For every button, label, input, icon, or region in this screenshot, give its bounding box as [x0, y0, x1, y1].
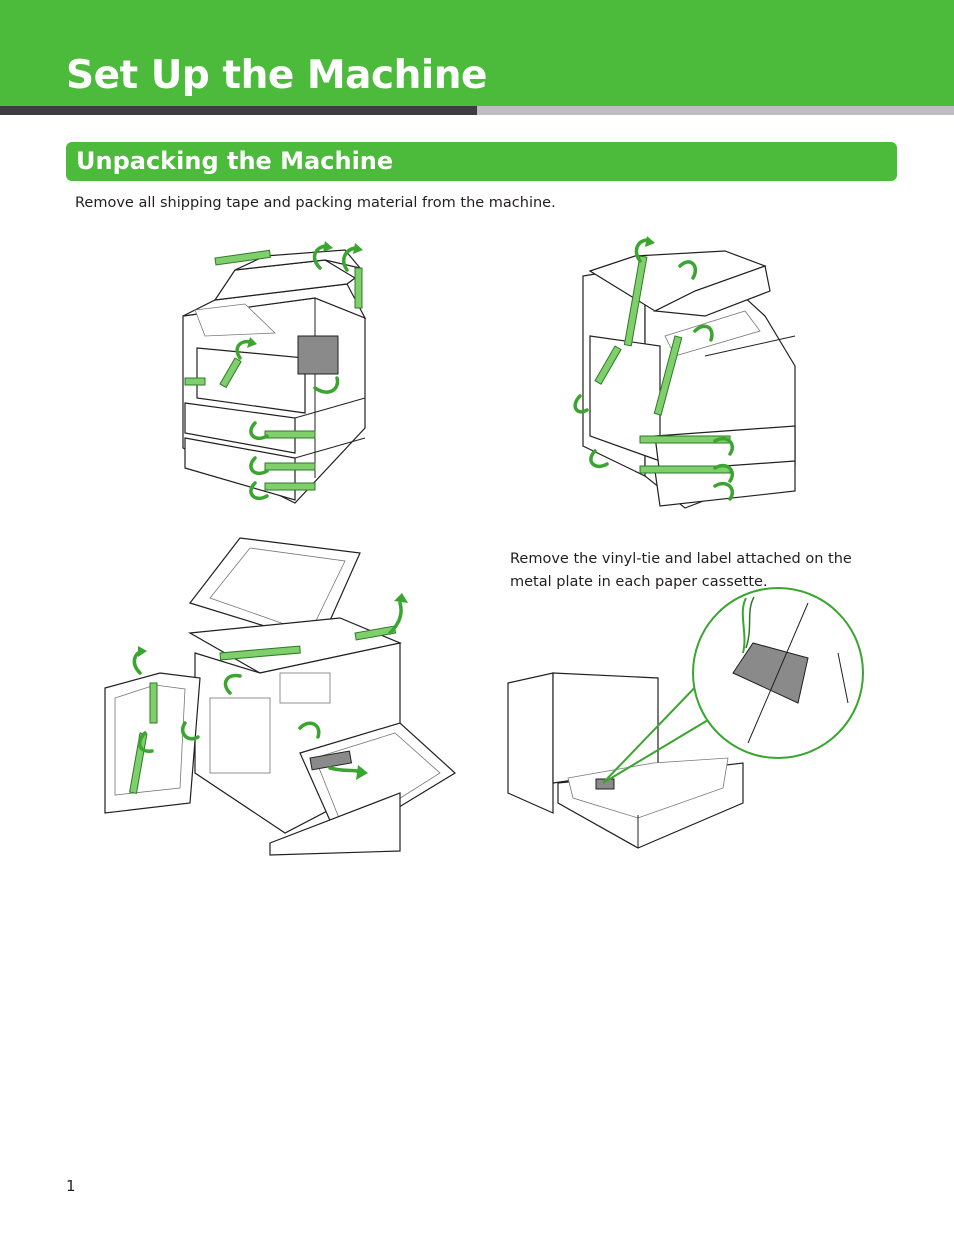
- section-header: Unpacking the Machine: [66, 142, 897, 181]
- page-header: Set Up the Machine: [0, 0, 954, 106]
- section-title: Unpacking the Machine: [76, 147, 394, 175]
- intro-text: Remove all shipping tape and packing mat…: [75, 195, 556, 211]
- paper-cassette-illustration: [507, 587, 864, 849]
- page-number: 1: [66, 1177, 76, 1195]
- copier-open-covers-illustration: [104, 537, 456, 856]
- header-rule-light: [477, 106, 954, 115]
- copier-front-left-illustration: [182, 241, 367, 504]
- header-rule-dark: [0, 106, 477, 115]
- copier-front-right-illustration: [573, 236, 796, 509]
- page-title: Set Up the Machine: [66, 53, 487, 98]
- cassette-note: Remove the vinyl-tie and label attached …: [510, 551, 852, 590]
